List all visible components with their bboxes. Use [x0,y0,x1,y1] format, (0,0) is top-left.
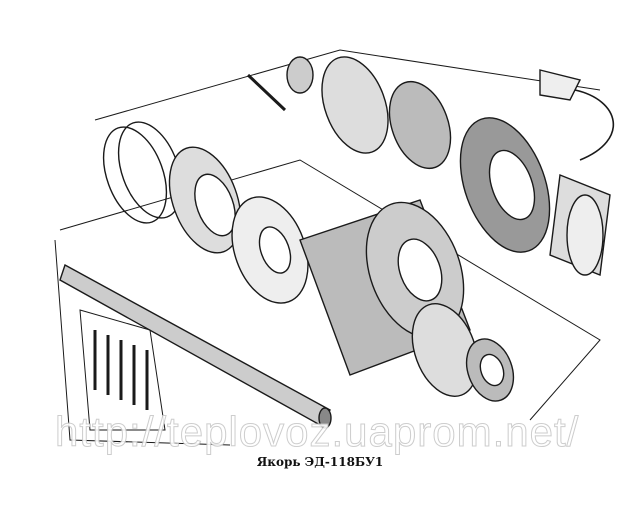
armature-shaft [59,263,332,429]
lock-ring [539,69,614,161]
armature-spider [231,196,309,304]
commutator [459,117,551,253]
sleeve [549,174,611,276]
rear-washer [411,303,515,402]
figure-caption: Якорь ЭД-118БУ1 [256,455,384,469]
bolt [246,73,287,112]
watermark: http://teplovoz.uaprom.net/ [54,408,580,456]
bolts-inset [79,309,166,431]
pressure-washer [168,146,242,254]
bearing [286,56,452,170]
